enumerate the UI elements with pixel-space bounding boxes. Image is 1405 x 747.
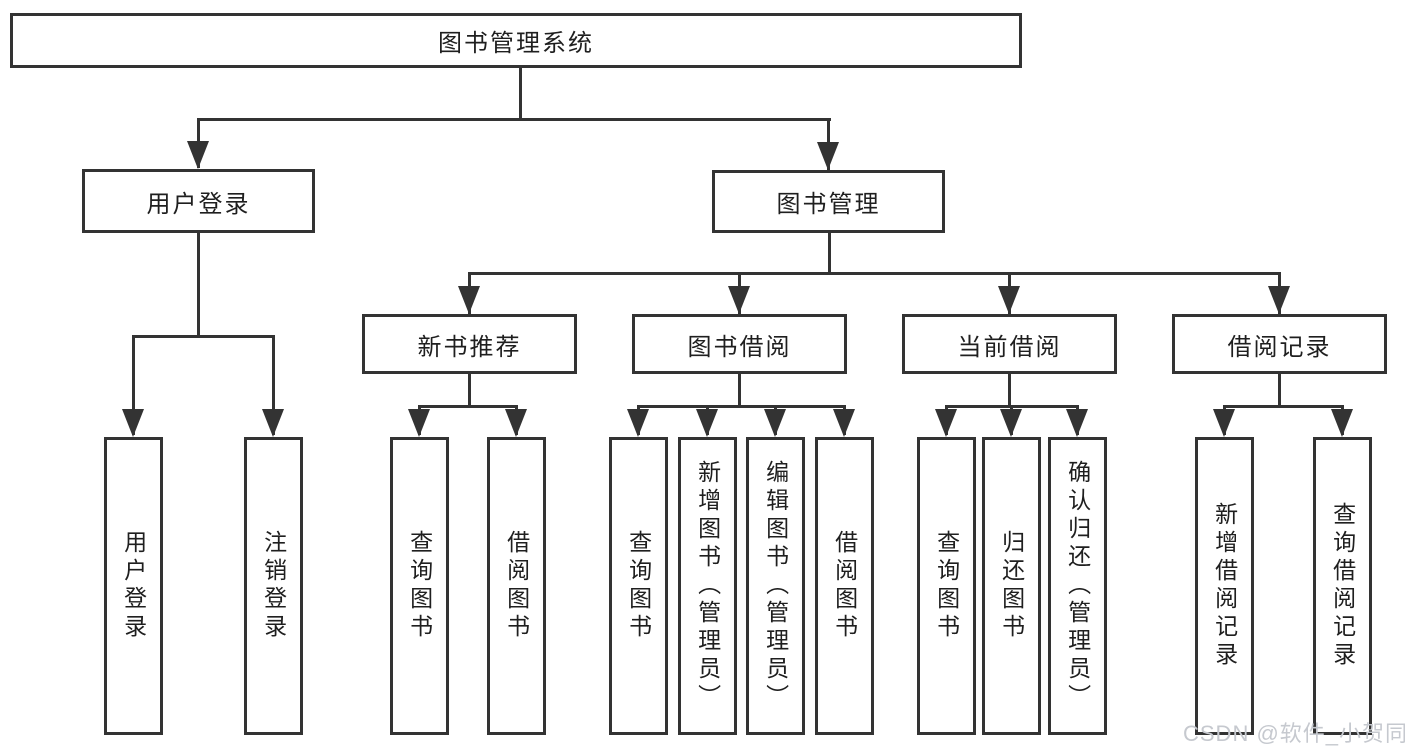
leaf-bb-borrow-book: 借阅图书	[815, 437, 874, 735]
leaf-br-add-record: 新增借阅记录	[1195, 437, 1254, 735]
leaf-br-query-record: 查询借阅记录	[1313, 437, 1372, 735]
leaf-bb-edit-book-admin-label: 编辑图书（管理员）	[762, 460, 789, 712]
arrowhead-down-nb-query	[408, 409, 430, 437]
leaf-br-add-record-label: 新增借阅记录	[1211, 502, 1238, 670]
node-user-login: 用户登录	[82, 169, 315, 233]
arrowhead-down-bb-edit	[764, 409, 786, 437]
node-book-management: 图书管理	[712, 170, 945, 233]
arrowhead-down-bb-borrow	[833, 409, 855, 437]
connector-book-borrow-stem	[738, 374, 741, 405]
node-book-borrow-label: 图书借阅	[687, 333, 792, 361]
connector-level1-branch	[197, 118, 831, 121]
connector-drop-leaf-logout	[272, 335, 275, 435]
connector-borrow-records-stem	[1278, 374, 1281, 405]
leaf-bb-borrow-book-label: 借阅图书	[831, 530, 858, 642]
leaf-nb-query-book-label: 查询图书	[406, 530, 433, 642]
arrowhead-down-new-book	[458, 286, 480, 314]
node-borrow-records-label: 借阅记录	[1227, 333, 1332, 361]
arrowhead-down-leaf-user-login	[122, 409, 144, 437]
connector-book-management-stem	[828, 233, 831, 272]
arrowhead-down-br-query	[1331, 409, 1353, 437]
arrowhead-down-leaf-logout	[262, 409, 284, 437]
leaf-br-query-record-label: 查询借阅记录	[1329, 502, 1356, 670]
arrowhead-down-book-management	[817, 142, 839, 170]
node-book-management-label: 图书管理	[776, 191, 881, 218]
connector-root-stem	[519, 66, 522, 120]
connector-new-book-branch	[418, 405, 518, 408]
connector-current-borrow-stem	[1008, 374, 1011, 405]
node-borrow-records: 借阅记录	[1172, 314, 1387, 374]
arrowhead-down-bb-add	[696, 409, 718, 437]
leaf-user-login-label: 用户登录	[120, 530, 147, 642]
arrowhead-down-book-borrow	[728, 286, 750, 314]
connector-borrow-records-branch	[1223, 405, 1344, 408]
node-current-borrow: 当前借阅	[902, 314, 1117, 374]
arrowhead-down-nb-borrow	[505, 409, 527, 437]
leaf-bb-add-book-admin: 新增图书（管理员）	[678, 437, 737, 735]
connector-drop-leaf-user-login	[132, 335, 135, 435]
connector-user-login-branch	[132, 335, 275, 338]
connector-user-login-stem	[197, 233, 200, 335]
arrowhead-down-current-borrow	[998, 286, 1020, 314]
leaf-logout: 注销登录	[244, 437, 303, 735]
leaf-bb-edit-book-admin: 编辑图书（管理员）	[746, 437, 805, 735]
leaf-bb-query-book-label: 查询图书	[625, 530, 652, 642]
watermark: CSDN @软件_小贺同学	[1183, 721, 1405, 746]
leaf-cb-return-book: 归还图书	[982, 437, 1041, 735]
arrowhead-down-cb-confirm	[1066, 409, 1088, 437]
arrowhead-down-borrow-records	[1268, 286, 1290, 314]
node-current-borrow-label: 当前借阅	[957, 333, 1062, 361]
arrowhead-down-cb-return	[1000, 409, 1022, 437]
node-user-login-label: 用户登录	[146, 190, 251, 218]
leaf-cb-confirm-return-admin: 确认归还（管理员）	[1048, 437, 1107, 735]
node-library-system-label: 图书管理系统	[438, 30, 594, 57]
leaf-logout-label: 注销登录	[260, 530, 287, 642]
connector-level2-branch	[468, 272, 1281, 275]
leaf-nb-borrow-book-label: 借阅图书	[503, 530, 530, 642]
arrowhead-down-cb-query	[935, 409, 957, 437]
leaf-bb-query-book: 查询图书	[609, 437, 668, 735]
leaf-user-login: 用户登录	[104, 437, 163, 735]
arrowhead-down-user-login	[187, 141, 209, 169]
arrowhead-down-br-add	[1213, 409, 1235, 437]
leaf-cb-confirm-return-admin-label: 确认归还（管理员）	[1064, 460, 1091, 712]
leaf-cb-return-book-label: 归还图书	[998, 530, 1025, 642]
arrowhead-down-bb-query	[627, 409, 649, 437]
leaf-bb-add-book-admin-label: 新增图书（管理员）	[694, 460, 721, 712]
node-new-book-recommend: 新书推荐	[362, 314, 577, 374]
connector-new-book-stem	[468, 374, 471, 405]
leaf-nb-query-book: 查询图书	[390, 437, 449, 735]
node-library-system: 图书管理系统	[10, 13, 1022, 68]
leaf-cb-query-book-label: 查询图书	[933, 530, 960, 642]
connector-book-borrow-branch	[637, 405, 846, 408]
leaf-cb-query-book: 查询图书	[917, 437, 976, 735]
node-new-book-recommend-label: 新书推荐	[417, 333, 522, 361]
node-book-borrow: 图书借阅	[632, 314, 847, 374]
leaf-nb-borrow-book: 借阅图书	[487, 437, 546, 735]
